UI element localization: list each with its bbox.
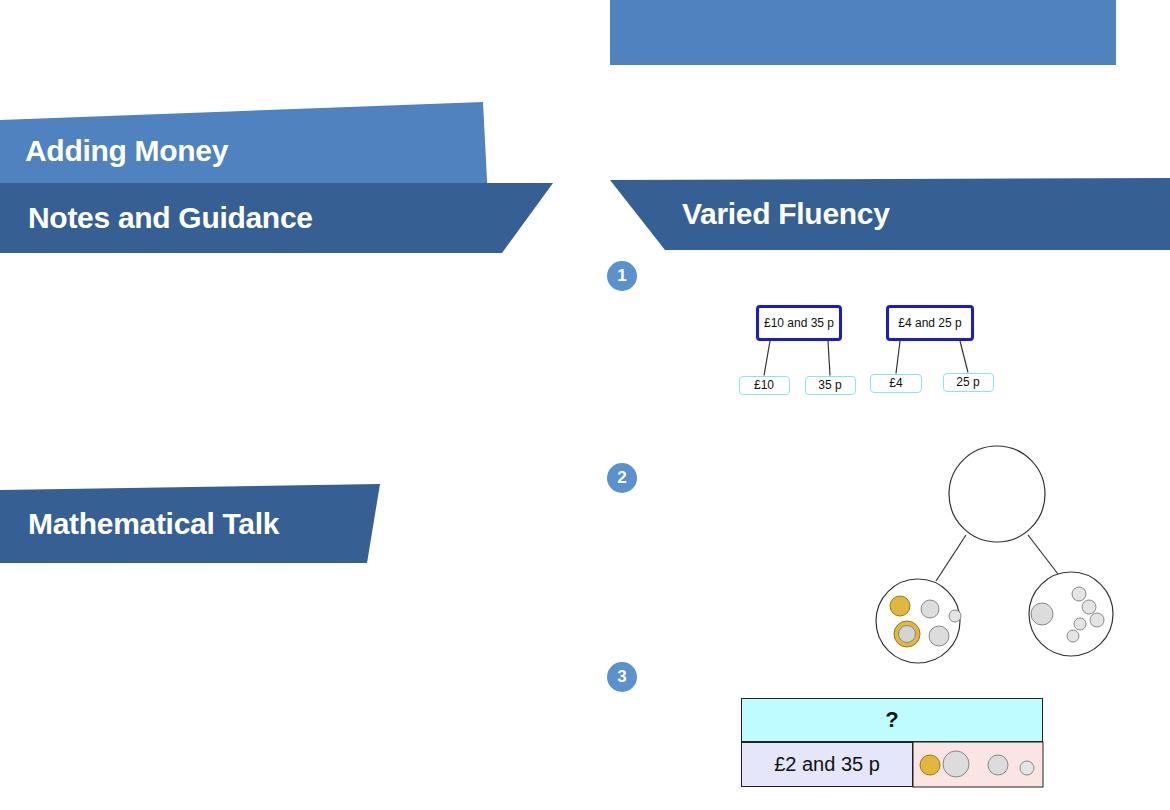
label-text: Varied Fluency: [682, 197, 890, 231]
part-whole-line: [828, 341, 830, 376]
question-number: 3: [607, 662, 637, 692]
part-box: 35 p: [805, 376, 856, 395]
banner-fill: [0, 484, 380, 563]
pound-coin: [920, 755, 940, 775]
label-text: £4: [889, 376, 902, 390]
label-text: 25 p: [956, 375, 979, 389]
coins: [920, 751, 1034, 777]
five-pence-coin: [1074, 618, 1086, 630]
part-whole-line: [1028, 535, 1058, 574]
label-text: £4 and 25 p: [898, 316, 961, 330]
five-pence-coin: [1067, 630, 1079, 642]
whole-circle: [949, 446, 1045, 542]
part-box: £10: [739, 376, 790, 395]
part-whole-line: [764, 341, 770, 376]
question-number: 1: [607, 261, 637, 291]
five-pence-coin: [949, 610, 961, 622]
bar-cell: £2 and 35 p: [741, 742, 913, 787]
five-pence-coin: [1072, 587, 1086, 601]
header-panel: [610, 0, 1116, 65]
banner-fill: [610, 178, 1170, 250]
part-whole-line: [896, 341, 900, 374]
label-text: 2: [617, 468, 626, 488]
label-text: £10 and 35 p: [764, 316, 834, 330]
five-pence-coin: [1082, 600, 1096, 614]
part-box: 25 p: [943, 373, 994, 392]
fifty-pence-coin: [1031, 603, 1053, 625]
five-pence-coin: [1020, 761, 1034, 775]
banner-fill: [0, 183, 553, 253]
bar-cell: [913, 742, 1043, 787]
label-text: ?: [885, 707, 898, 733]
part-box: £4: [870, 374, 922, 393]
ten-pence-coin: [929, 626, 949, 646]
question-number: 2: [607, 463, 637, 493]
five-pence-coin: [1090, 613, 1104, 627]
bar-total-cell: ?: [741, 698, 1043, 742]
ten-pence-coin: [988, 755, 1008, 775]
two-pound-centre: [899, 626, 916, 643]
label-text: Notes and Guidance: [28, 201, 313, 235]
section-banner: Mathematical Talk: [0, 484, 380, 563]
section-banner: Varied Fluency: [610, 178, 1170, 250]
label-text: Mathematical Talk: [28, 507, 279, 541]
part-circle: [1029, 572, 1113, 656]
label-text: £10: [754, 378, 774, 392]
fifty-pence-coin: [943, 751, 969, 777]
two-pound-coin: [894, 621, 920, 647]
label-text: £2 and 35 p: [774, 753, 880, 776]
whole-box: £4 and 25 p: [886, 305, 974, 341]
label-text: Adding Money: [25, 134, 228, 168]
whole-box: £10 and 35 p: [756, 305, 842, 341]
coins: [890, 587, 1104, 647]
label-text: 35 p: [818, 378, 841, 392]
pound-coin: [890, 596, 910, 616]
section-banner: Notes and Guidance: [0, 183, 553, 253]
part-circle: [876, 579, 960, 663]
ten-pence-coin: [921, 600, 939, 618]
label-text: 1: [617, 266, 626, 286]
label-text: 3: [617, 667, 626, 687]
part-whole-line: [936, 535, 966, 581]
part-whole-line: [960, 341, 968, 373]
